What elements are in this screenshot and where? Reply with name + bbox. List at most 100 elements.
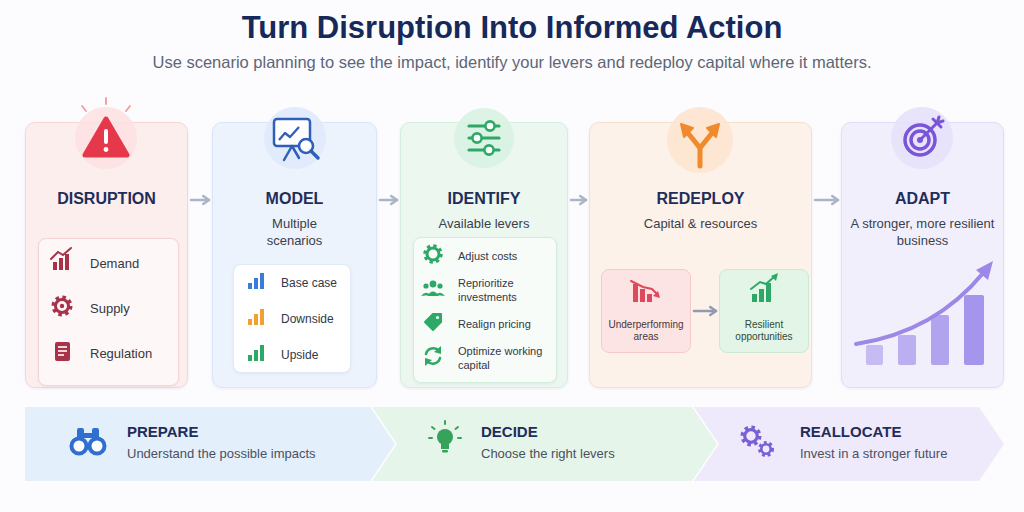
stage-card: IDENTIFYAvailable leversAdjust costsRepr… [400, 122, 568, 388]
growth-chart-icon [766, 283, 771, 302]
arrow-shaft [571, 199, 586, 202]
arrow-shaft [694, 310, 716, 313]
split-arrow-icon [707, 124, 719, 137]
downside-bars [248, 319, 252, 325]
analysis-icon [279, 127, 299, 140]
arrow-head [710, 307, 716, 315]
target-icon [891, 107, 953, 169]
declining-chart-icon [631, 281, 660, 302]
box-label: Underperforming areas [605, 319, 687, 343]
arrow-head [391, 196, 397, 204]
upside-bars [254, 350, 258, 361]
arrow-head [203, 196, 209, 204]
chevron-shape [25, 407, 395, 481]
item-panel: Base caseDownsideUpside [233, 264, 351, 373]
list-item: Downside [234, 301, 350, 337]
lightbulb-icon [432, 427, 435, 429]
growth-chart-icon [752, 294, 757, 302]
binoculars-icon [92, 428, 99, 441]
target-icon [905, 125, 935, 155]
card-heading: DISRUPTION [26, 189, 187, 209]
people-icon [421, 281, 445, 296]
list-item: Supply [39, 286, 178, 331]
card-heading: IDENTIFY [401, 189, 567, 209]
upside-bars [248, 345, 264, 361]
phase-band: DECIDE Choose the right levers [372, 407, 717, 481]
chevron-shape [694, 407, 1004, 481]
people-icon [427, 292, 439, 297]
split-arrow-icon [667, 107, 733, 173]
refresh-icon [425, 346, 441, 366]
split-arrow-icon [700, 133, 712, 148]
box-label: Resilient opportunities [723, 319, 805, 343]
downside-bars [260, 309, 264, 325]
lightbulb-icon [458, 437, 461, 439]
band-text: Choose the right levers [481, 446, 615, 462]
phase-band: PREPAREUnderstand the possible impacts [25, 407, 395, 481]
analysis-icon [264, 107, 326, 169]
list-item: Upside [234, 337, 350, 373]
band-heading: DECIDE [481, 423, 538, 441]
chevron-shape [372, 407, 717, 481]
lightbulb-icon [456, 427, 459, 429]
target-icon [937, 117, 939, 123]
chevron-fill [372, 407, 717, 481]
binoculars-icon [72, 439, 87, 454]
people-icon [430, 281, 437, 288]
growth-chart-icon [751, 273, 778, 302]
card-heading: ADAPT [842, 189, 1003, 209]
target-icon [917, 137, 923, 143]
phase-band: REALLOCATEInvest in a stronger future [694, 407, 1004, 481]
supply-gear-icon [54, 298, 70, 314]
demand-icon [51, 248, 71, 270]
arrow-head [580, 196, 586, 204]
analysis-icon [292, 146, 299, 158]
chevron-fill [694, 407, 1004, 481]
gears-icon [761, 444, 770, 453]
sliders-icon [485, 121, 494, 130]
band-heading: PREPARE [127, 423, 198, 441]
declining-chart-icon [647, 294, 652, 302]
list-item: Reprioritize investments [414, 273, 556, 307]
sliders-icon [454, 108, 514, 168]
flow-arrow [191, 196, 209, 204]
lightbulb-icon [441, 443, 449, 449]
list-item: Demand [39, 241, 178, 286]
target-icon [911, 131, 929, 149]
flow-arrow [571, 196, 586, 204]
flow-arrow [380, 196, 397, 204]
growth-bar-chart [898, 335, 916, 365]
refresh-icon [425, 358, 432, 366]
list-item: Regulation [39, 331, 178, 376]
subtitle: Use scenario planning to see the impact,… [0, 52, 1024, 72]
upside-bars [248, 355, 252, 361]
item-panel: Adjust costsReprioritize investmentsReal… [413, 237, 557, 383]
demand-icon [53, 262, 57, 270]
regulation-doc-icon [55, 342, 70, 361]
target-icon [920, 123, 937, 140]
growth-chart-icon [751, 276, 775, 289]
refresh-icon [434, 346, 441, 354]
base-case-bars [260, 273, 264, 289]
supply-gear-icon [56, 300, 69, 313]
warning-icon [75, 107, 137, 169]
downside-bars [248, 309, 264, 325]
target-icon [891, 107, 953, 169]
downside-bars [254, 314, 258, 325]
cost-gear-icon [427, 248, 439, 260]
band-heading: REALLOCATE [800, 423, 901, 441]
stage-card: REDEPLOYCapital & resourcesUnderperformi… [589, 122, 812, 388]
base-case-bars [248, 273, 264, 289]
arrow-shaft [815, 199, 838, 202]
gears-icon [745, 430, 758, 443]
price-tag-icon [425, 314, 441, 330]
demand-icon [59, 258, 63, 270]
warning-icon [126, 106, 130, 111]
growth-bar-chart [931, 315, 949, 365]
cost-gear-icon [426, 247, 441, 262]
title: Turn Disruption Into Informed Action [0, 10, 1024, 46]
refresh-icon [426, 348, 439, 354]
growth-bar-chart [866, 345, 883, 365]
base-case-bars [248, 283, 252, 289]
